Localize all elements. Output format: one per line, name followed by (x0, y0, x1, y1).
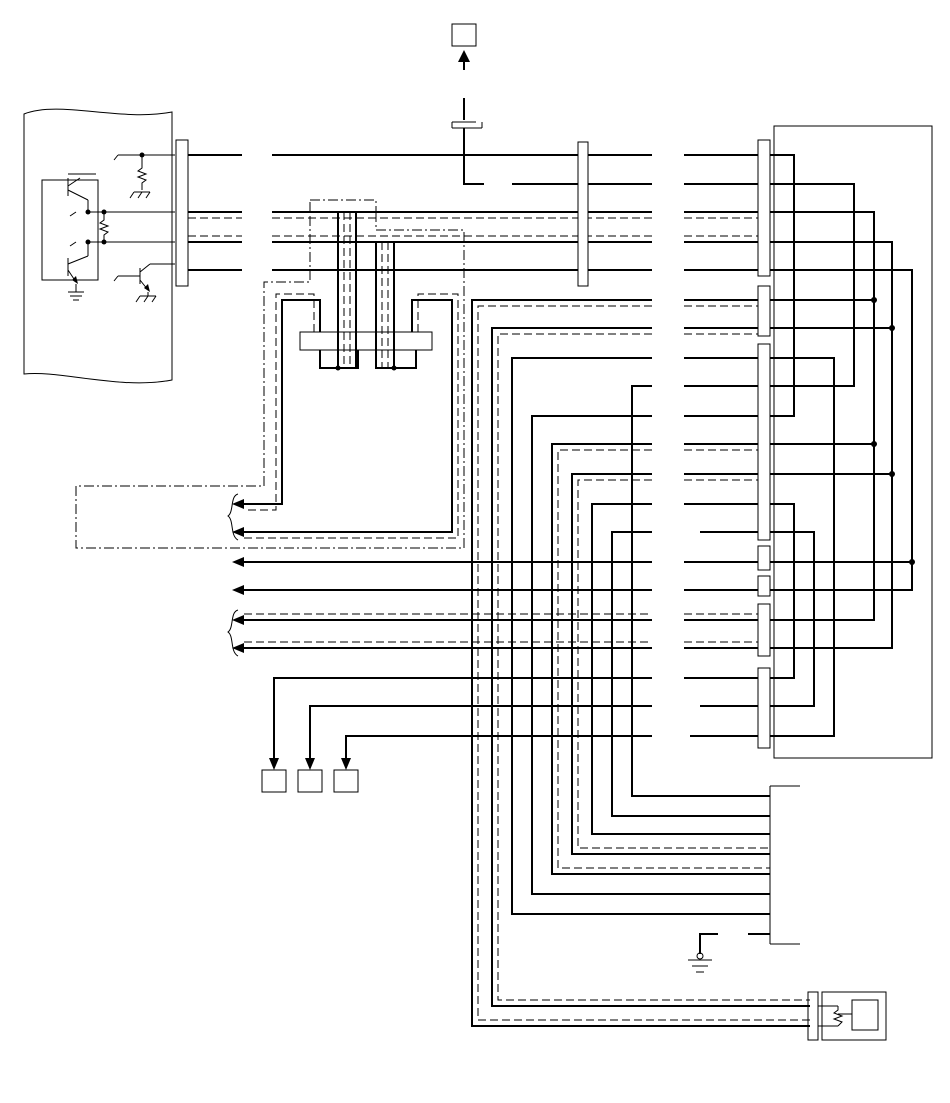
connector-middle (577, 141, 589, 287)
left-arrows (227, 557, 652, 657)
right-module (773, 125, 933, 759)
control-unit-left (23, 108, 175, 384)
mid-lines (684, 299, 758, 737)
connector-left (175, 139, 189, 287)
bottom-sensor (807, 991, 887, 1041)
fuse-symbol (451, 98, 484, 185)
right-connectors (757, 139, 771, 749)
top-output-terminal (451, 23, 477, 70)
bottom-connector (688, 785, 800, 973)
vertical-harness (471, 299, 810, 1027)
shield-block (75, 199, 465, 549)
bottom-outputs (261, 677, 652, 793)
main-bus-lines (188, 154, 760, 271)
right-module-internal (770, 154, 915, 737)
